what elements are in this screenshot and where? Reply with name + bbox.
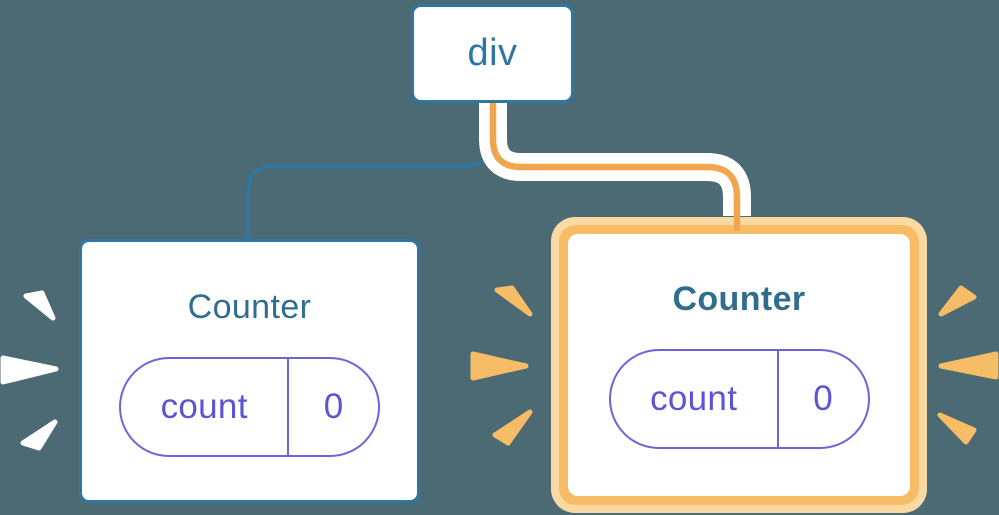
counter-card-2-halo: Counter count 0 xyxy=(551,217,927,513)
edge-root-to-counter-2-casing xyxy=(479,103,751,216)
edge-root-to-counter-2 xyxy=(489,103,741,231)
counter-card-1-title: Counter xyxy=(187,288,312,326)
counter-card-2-highlight-border: Counter count 0 xyxy=(559,225,919,505)
counter-card-2-title: Counter xyxy=(672,280,806,318)
counter-card-2: Counter count 0 xyxy=(568,234,910,496)
state-name: count xyxy=(611,351,779,447)
counter-1-burst-icon xyxy=(0,290,59,451)
burst-ray-icon xyxy=(938,351,999,380)
burst-ray-icon xyxy=(494,285,533,317)
counter-2-burst-right-icon xyxy=(937,285,999,445)
burst-ray-icon xyxy=(937,412,977,445)
edge-root-to-counter-1 xyxy=(246,103,493,241)
counter-card-2-state-pill: count 0 xyxy=(608,349,870,449)
burst-ray-icon xyxy=(492,409,533,446)
counter-card-1-state-pill: count 0 xyxy=(119,357,380,457)
state-value: 0 xyxy=(813,379,834,418)
burst-ray-icon xyxy=(20,419,58,451)
root-node: div xyxy=(411,4,574,103)
counter-2-burst-left-icon xyxy=(470,285,533,446)
counter-card-1: Counter count 0 xyxy=(79,239,420,503)
state-name: count xyxy=(121,359,290,455)
burst-ray-icon xyxy=(470,351,529,381)
root-node-label: div xyxy=(467,32,518,74)
burst-ray-icon xyxy=(0,355,59,385)
burst-ray-icon xyxy=(23,290,56,321)
burst-ray-icon xyxy=(938,285,977,317)
state-value: 0 xyxy=(323,387,344,426)
